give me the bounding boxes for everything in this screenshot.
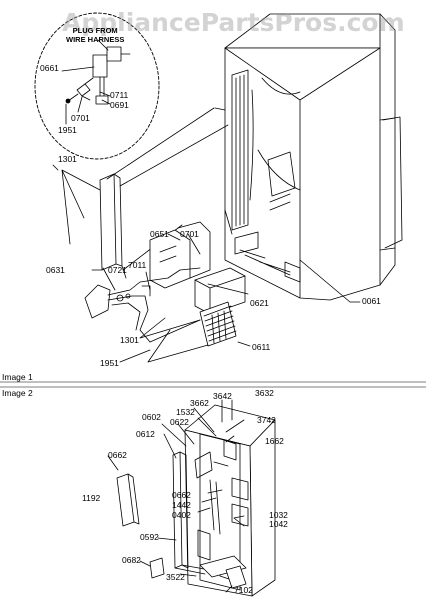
part-label-1951[interactable]: 1951 [100, 358, 119, 368]
part-label-7011[interactable]: 7011 [128, 260, 147, 270]
part-label-1951-inset[interactable]: 1951 [58, 125, 77, 135]
clip-0682 [149, 557, 165, 579]
part-label-3662[interactable]: 3662 [190, 398, 209, 408]
part-label-0612[interactable]: 0612 [136, 429, 155, 439]
side-panel-0612 [172, 451, 211, 575]
part-label-0662[interactable]: 0662 [172, 490, 191, 500]
image2-drawing [107, 399, 276, 597]
inset-heading: PLUG FROM WIRE HARNESS [66, 26, 125, 44]
part-label-1192[interactable]: 1192 [82, 493, 101, 503]
section-label-image1: Image 1 [2, 372, 33, 382]
part-label-1042[interactable]: 1042 [269, 519, 288, 529]
part-label-1301-bottom[interactable]: 1301 [120, 335, 139, 345]
compressor-box-0621 [194, 267, 246, 315]
part-label-0651[interactable]: 0651 [150, 229, 169, 239]
part-label-0682[interactable]: 0682 [122, 555, 141, 565]
part-label-1532[interactable]: 1532 [176, 407, 195, 417]
part-label-0721[interactable]: 0721 [108, 265, 127, 275]
trim-1192 [116, 473, 140, 527]
part-label-0662-left[interactable]: 0662 [108, 450, 127, 460]
refrigerator-cabinet-1 [224, 13, 403, 301]
part-label-0691[interactable]: 0691 [110, 100, 129, 110]
refrigerator-cabinet-2 [184, 404, 276, 597]
part-7102 [225, 565, 247, 589]
part-label-3632[interactable]: 3632 [255, 388, 274, 398]
wire-harness-7011 [84, 267, 201, 343]
part-label-1032[interactable]: 1032 [269, 510, 288, 520]
part-label-0602[interactable]: 0602 [142, 412, 161, 422]
part-label-3522[interactable]: 3522 [166, 572, 185, 582]
part-label-0592[interactable]: 0592 [140, 532, 159, 542]
inset-wire-assembly [65, 46, 131, 105]
back-panel-0631 [99, 173, 123, 271]
watermark-text: AppliancePartsPros.com [62, 8, 405, 37]
part-label-1442[interactable]: 1442 [172, 500, 191, 510]
grill-0611 [199, 301, 237, 347]
base-3522 [199, 555, 247, 578]
part-label-0622[interactable]: 0622 [170, 417, 189, 427]
part-label-0621[interactable]: 0621 [250, 298, 269, 308]
part-label-0701[interactable]: 0701 [180, 229, 199, 239]
part-label-3742[interactable]: 3742 [257, 415, 276, 425]
inset-circle [34, 12, 160, 160]
compressor-bracket-0651 [149, 221, 211, 289]
image1-drawing [0, 12, 426, 388]
part-label-0661[interactable]: 0661 [40, 63, 59, 73]
part-label-0061[interactable]: 0061 [362, 296, 381, 306]
part-label-0701-inset[interactable]: 0701 [71, 113, 90, 123]
part-label-0711[interactable]: 0711 [110, 90, 129, 100]
part-label-0611[interactable]: 0611 [252, 342, 271, 352]
part-label-0402[interactable]: 0402 [172, 510, 191, 520]
section-label-image2: Image 2 [2, 388, 33, 398]
part-label-7102[interactable]: 7102 [234, 585, 253, 595]
part-label-1662[interactable]: 1662 [265, 436, 284, 446]
part-label-0631[interactable]: 0631 [46, 265, 65, 275]
part-label-3642[interactable]: 3642 [213, 391, 232, 401]
part-label-1301-top[interactable]: 1301 [58, 154, 77, 164]
